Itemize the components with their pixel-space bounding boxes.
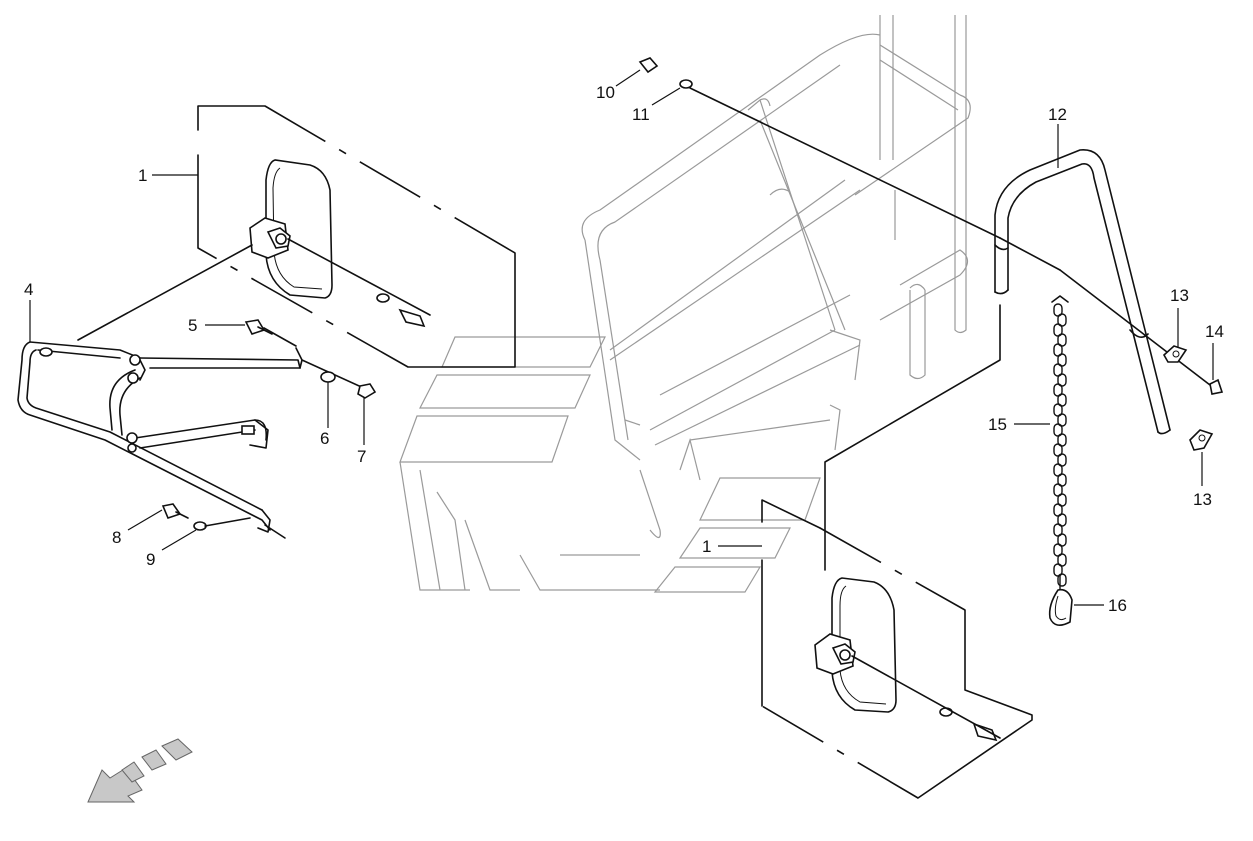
cab-frame (399, 15, 971, 593)
callout-8: 8 (112, 528, 121, 547)
callout-5: 5 (188, 316, 197, 335)
fastener-set-cab (638, 57, 1061, 271)
chain (1051, 295, 1069, 590)
callout-1-right: 1 (702, 537, 711, 556)
callout-13-lower: 13 (1193, 490, 1212, 509)
callout-1-left: 1 (138, 166, 147, 185)
callout-11: 11 (632, 105, 650, 124)
callout-16: 16 (1108, 596, 1127, 615)
mirror-left (77, 105, 516, 368)
callout-6: 6 (320, 429, 329, 448)
callout-13-upper: 13 (1170, 286, 1189, 305)
mirror-bracket (17, 341, 303, 539)
clips-and-screw (1162, 345, 1224, 451)
callout-labels: 1 1 4 5 6 7 8 9 10 11 12 13 13 14 15 16 (24, 83, 1224, 615)
snap-hook (1048, 588, 1073, 626)
grab-handle (824, 149, 1211, 571)
callout-15: 15 (988, 415, 1007, 434)
callout-12: 12 (1048, 105, 1067, 124)
mirror-right (761, 499, 1033, 799)
callout-10: 10 (596, 83, 615, 102)
direction-arrow-icon (87, 738, 193, 803)
callout-9: 9 (146, 550, 155, 569)
callout-7: 7 (357, 447, 366, 466)
fastener-set-upper (244, 319, 377, 399)
chain-link (1057, 573, 1067, 587)
callout-14: 14 (1205, 322, 1224, 341)
leader-lines (29, 69, 1214, 606)
callout-4: 4 (24, 280, 33, 299)
fastener-set-lower (161, 503, 251, 531)
